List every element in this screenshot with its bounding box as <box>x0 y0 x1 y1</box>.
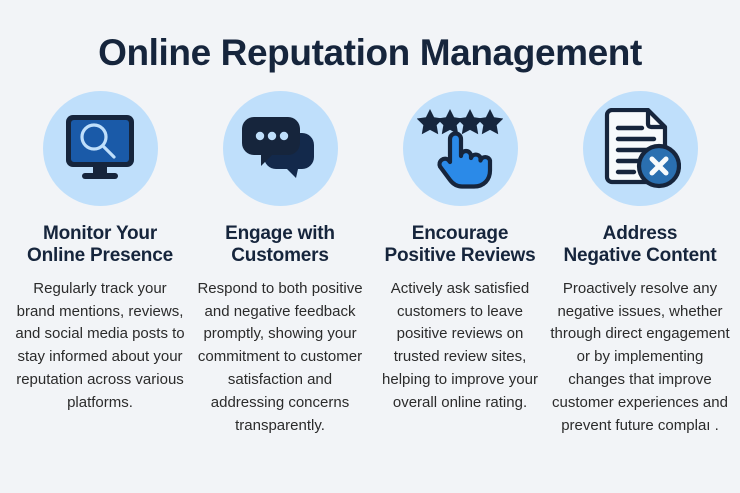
column-body-text: Proactively resolve any negative issues,… <box>550 279 730 434</box>
pointing-hand <box>437 130 493 189</box>
document-reject-icon <box>599 107 681 190</box>
star-rating-hand-icon <box>417 108 503 189</box>
column-body-text: Regularly track your brand mentions, rev… <box>15 279 185 411</box>
column-heading: Monitor Your Online Presence <box>27 223 173 267</box>
column-address-negative-content: Address Negative Content Proactively res… <box>550 91 730 437</box>
column-heading: Encourage Positive Reviews <box>384 223 536 267</box>
column-body-text: Actively ask satisfied customers to leav… <box>382 279 538 411</box>
page-title: Online Reputation Management <box>98 32 642 73</box>
icon-circle-3 <box>402 91 518 206</box>
column-body-text: Respond to both positive and negative fe… <box>197 279 363 434</box>
x-mark <box>649 156 669 175</box>
stars-group <box>417 108 503 134</box>
icon-circle-2 <box>222 91 338 206</box>
icon-circle-4 <box>582 91 698 206</box>
document-lines <box>615 125 657 174</box>
column-engage-with-customers: Engage with Customers Respond to both po… <box>190 91 370 437</box>
column-heading: Address Negative Content <box>563 223 717 267</box>
monitor-search-icon <box>60 111 140 187</box>
column-heading: Engage with Customers <box>225 223 335 267</box>
chat-bubbles-icon <box>240 113 320 185</box>
column-encourage-positive-reviews: Encourage Positive Reviews Actively ask … <box>370 91 550 415</box>
icon-circle-1 <box>42 91 158 206</box>
columns-container: Monitor Your Online Presence Regularly t… <box>0 91 740 437</box>
column-monitor-your-online-presence: Monitor Your Online Presence Regularly t… <box>10 91 190 415</box>
